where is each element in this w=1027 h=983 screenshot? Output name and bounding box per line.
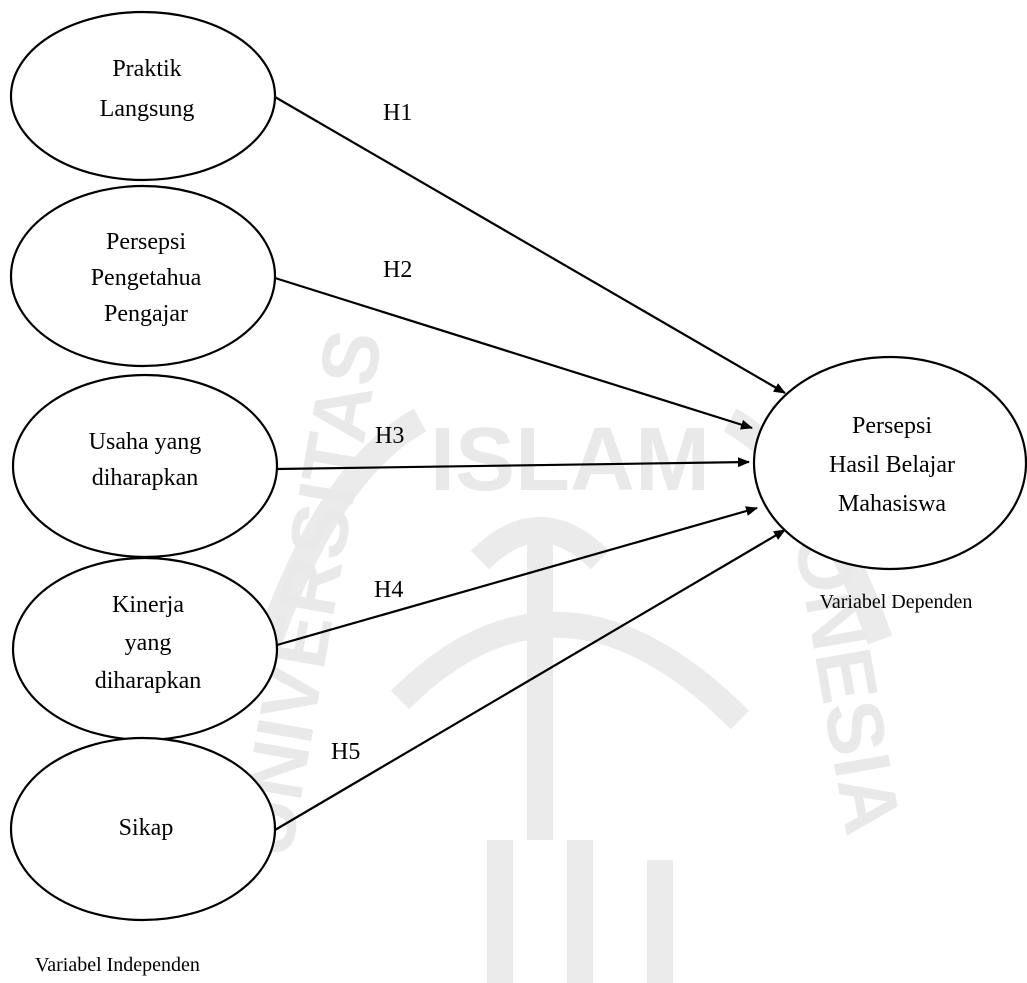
edge-label-h3: H3 bbox=[375, 423, 404, 449]
node-persepsi-hasil-belajar-ellipse bbox=[752, 355, 1027, 571]
node-text-line: Persepsi bbox=[852, 413, 932, 439]
node-text-line: Sikap bbox=[119, 815, 174, 841]
edge-label-h5: H5 bbox=[331, 739, 360, 765]
node-text-line: Hasil Belajar bbox=[829, 452, 955, 478]
node-text-line: Langsung bbox=[100, 96, 195, 122]
edge-h3-arrow bbox=[276, 457, 750, 471]
edge-h1-arrow bbox=[274, 96, 786, 394]
node-text-line: yang bbox=[125, 630, 172, 656]
node-text-line: diharapkan bbox=[92, 465, 199, 491]
node-text-line: Mahasiswa bbox=[838, 491, 946, 517]
node-text-line: Praktik bbox=[112, 56, 181, 82]
node-usaha-yang-diharapkan: Usaha yang diharapkan bbox=[11, 373, 279, 559]
node-text-line: Usaha yang bbox=[89, 429, 202, 455]
hypothesis-labels: H1 H2 H3 H4 H5 bbox=[331, 100, 412, 765]
node-text-line: Persepsi bbox=[106, 229, 186, 255]
node-text-line: diharapkan bbox=[95, 668, 202, 694]
node-sikap-ellipse bbox=[9, 736, 277, 922]
edge-label-h1: H1 bbox=[383, 100, 412, 126]
node-text-line: Pengajar bbox=[104, 301, 188, 327]
watermark-top-word: ISLAM bbox=[430, 410, 710, 510]
node-praktik-langsung-ellipse bbox=[9, 10, 277, 182]
edge-label-h2: H2 bbox=[383, 257, 412, 283]
edges-layer bbox=[274, 96, 786, 831]
node-text-line: Pengetahua bbox=[91, 265, 202, 291]
node-sikap: Sikap bbox=[9, 736, 277, 922]
node-persepsi-pengetahuan-pengajar: Persepsi Pengetahua Pengajar bbox=[9, 184, 277, 368]
node-text-line: Kinerja bbox=[112, 592, 184, 618]
node-persepsi-hasil-belajar: Persepsi Hasil Belajar Mahasiswa bbox=[752, 355, 1027, 571]
independent-variable-caption: Variabel Independen bbox=[35, 954, 200, 976]
edge-h2-arrow bbox=[274, 276, 753, 430]
edge-h4-arrow bbox=[276, 506, 758, 647]
edge-h5-arrow bbox=[274, 529, 786, 831]
node-persepsi-pengetahuan-pengajar-ellipse bbox=[9, 184, 277, 368]
edge-label-h4: H4 bbox=[374, 577, 403, 603]
node-praktik-langsung: Praktik Langsung bbox=[9, 10, 277, 182]
dependent-variable-caption: Variabel Dependen bbox=[820, 591, 973, 613]
node-kinerja-yang-diharapkan: Kinerja yang diharapkan bbox=[11, 556, 279, 742]
